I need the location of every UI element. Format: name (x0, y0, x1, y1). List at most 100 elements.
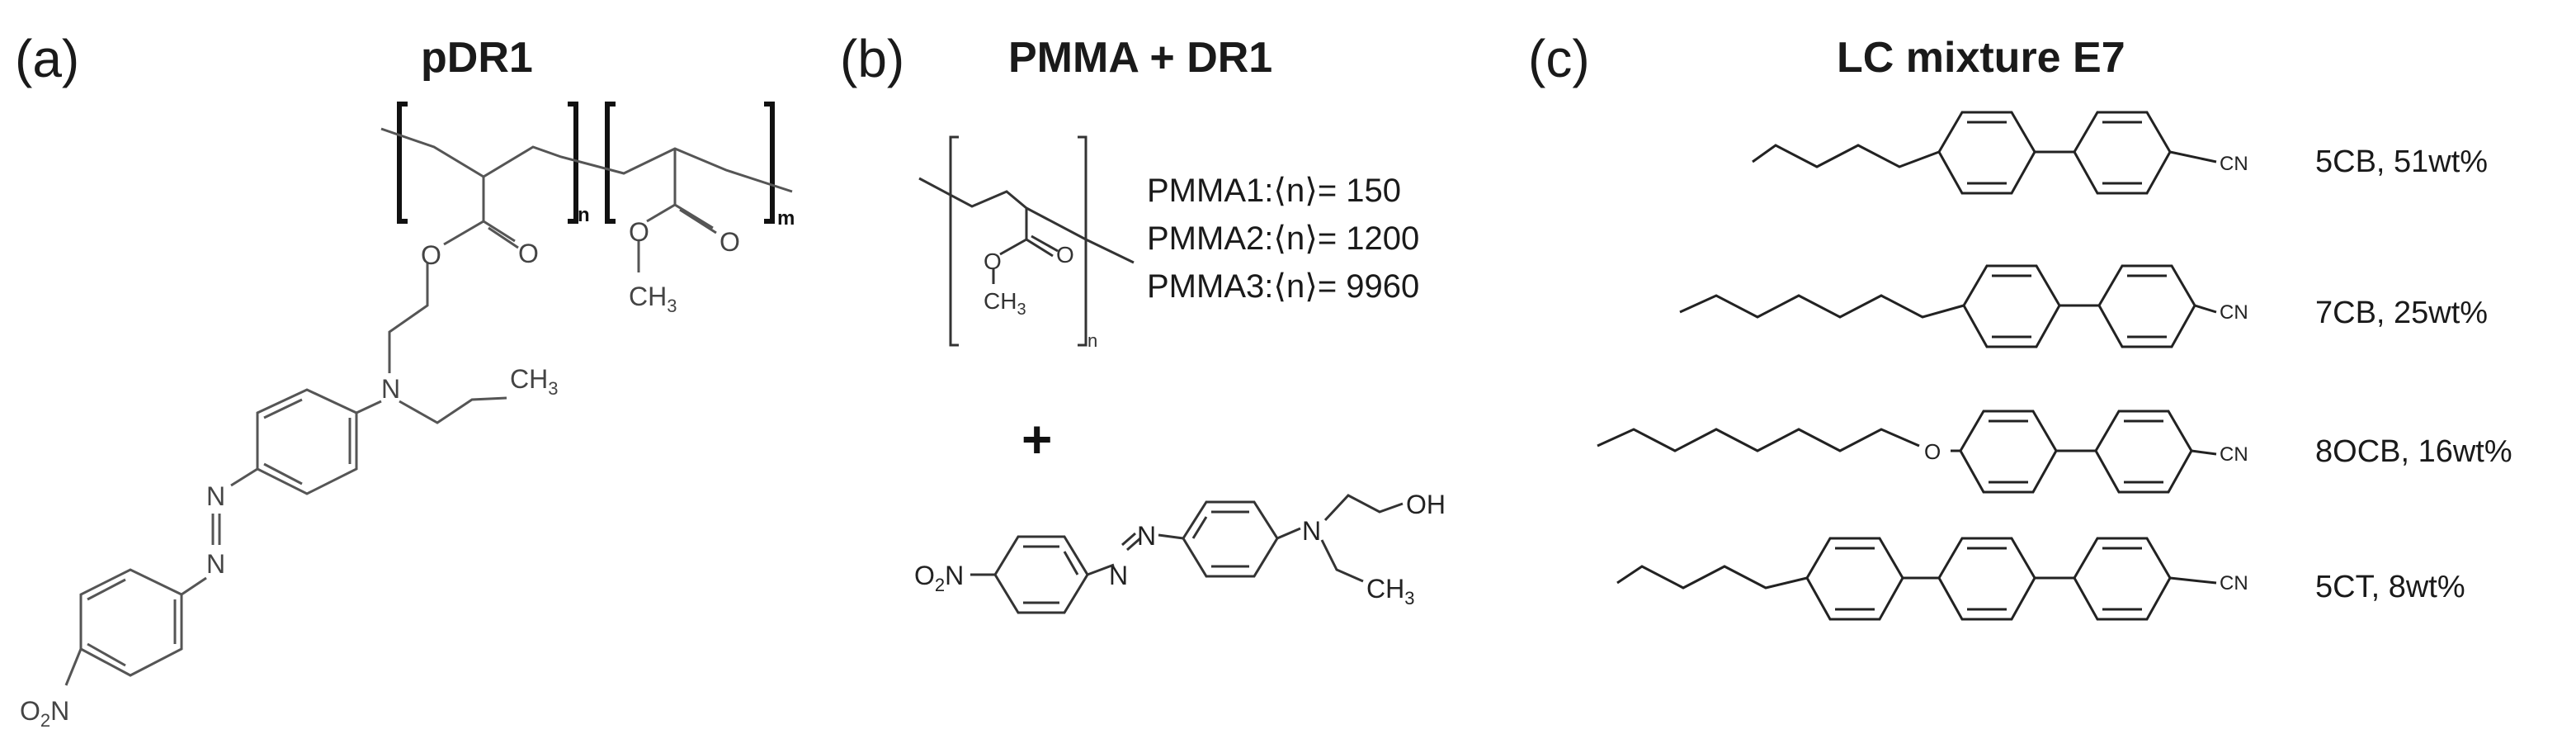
e7-5ct-cn-bond (2169, 576, 2217, 585)
dr1-amine-bond (1276, 527, 1301, 540)
pmma-bracket-open (949, 135, 959, 347)
dr1-ch3: CH3 (1366, 574, 1414, 609)
dr1-azo-bond-2 (1158, 533, 1184, 540)
dr1-atom-n-amine: N (1302, 516, 1321, 546)
e7-7cb-ring-2 (2097, 264, 2196, 348)
pdr1-structure (64, 102, 793, 686)
e7-5cb-cn-bond (2169, 150, 2217, 163)
pdr1-atom-o1: O (421, 240, 441, 270)
pmma-variant-3: PMMA3:⟨n⟩= 9960 (1147, 268, 1420, 305)
e7-8ocb-cn-bond (2191, 449, 2217, 456)
e7-7cb-ring-1 (1962, 264, 2061, 348)
panel-title-pdr1: pDR1 (421, 34, 533, 82)
dr1-ring-2-inner (1191, 510, 1249, 568)
pdr1-atom-n-azo2: N (206, 549, 225, 579)
dr1-labels: O2N N N N OH CH3 (914, 490, 1446, 609)
e7-component-label-8ocb: 8OCB, 16wt% (2315, 434, 2512, 469)
e7-8ocb-alkyl (1597, 428, 1920, 452)
pdr1-azo-double (211, 514, 221, 545)
pdr1-spacer (388, 263, 429, 373)
dr1-hydroxyethyl (1323, 494, 1404, 522)
e7-5ct-ring-1 (1805, 537, 1904, 621)
panel-label-b: (b) (840, 29, 905, 88)
e7-5cb-structure (1752, 111, 2217, 195)
e7-8ocb-ether-o: O (1924, 439, 1941, 464)
e7-5ct-ring-3 (2073, 537, 2172, 621)
e7-8ocb-ring-2 (2094, 410, 2193, 494)
pdr1-ch3-top: CH3 (629, 282, 677, 316)
panel-title-pmma-dr1: PMMA + DR1 (1008, 34, 1273, 82)
dr1-ring-1-inner (1023, 545, 1079, 604)
pdr1-nitro: O2N (20, 696, 69, 731)
pmma-labels: n O O CH3 (984, 242, 1097, 351)
pmma-atom-o2: O (1056, 242, 1074, 268)
e7-5cb-alkyl (1752, 144, 1940, 168)
e7-5ct-ring-2 (1937, 537, 2036, 621)
dr1-structure (970, 494, 1404, 614)
dr1-atom-n-azo1: N (1109, 561, 1128, 590)
plus-sign: + (1021, 410, 1052, 469)
pmma-backbone (918, 177, 1135, 264)
dr1-ethyl (1320, 539, 1364, 583)
e7-component-label-5ct: 5CT, 8wt% (2315, 570, 2465, 604)
panel-label-a: (a) (15, 29, 80, 88)
dr1-ring-1 (993, 535, 1089, 614)
pdr1-bracket-open-2 (605, 102, 616, 224)
dr1-atom-n-azo2: N (1137, 521, 1156, 551)
e7-5ct-structure (1616, 537, 2217, 621)
dr1-azo-double (1121, 532, 1141, 552)
e7-5cb-ring-1 (1937, 111, 2036, 195)
pdr1-ester2-o (646, 203, 676, 223)
e7-5ct-alkyl (1616, 565, 1808, 590)
pdr1-ch3-ethyl: CH3 (510, 364, 558, 399)
pdr1-ring-1-inner (263, 398, 351, 485)
pdr1-sub-n: n (578, 204, 590, 226)
pdr1-ester1-carbonyl (483, 220, 519, 249)
pdr1-labels: n m O O O O CH3 N CH3 N N O2N (20, 204, 795, 731)
pdr1-atom-o2: O (518, 239, 539, 268)
pmma-ester-o (999, 238, 1027, 256)
dr1-azo-bond-1 (1087, 563, 1115, 576)
pdr1-atom-n-amine: N (381, 374, 400, 404)
e7-5cb-ring-1-inner (1967, 121, 2007, 185)
pdr1-ester2-carbonyl (673, 149, 717, 234)
panel-title-e7: LC mixture E7 (1837, 34, 2125, 82)
pmma-ch3: CH3 (984, 288, 1026, 319)
e7-component-label-7cb: 7CB, 25wt% (2315, 296, 2489, 330)
e7-5cb-ring-2 (2073, 111, 2172, 195)
e7-7cb-structure (1679, 264, 2217, 348)
pdr1-atom-o3: O (629, 217, 649, 247)
e7-8ocb-ring-2-inner (2124, 419, 2163, 484)
e7-5ct-ring-1-inner (1835, 547, 1875, 611)
e7-5ct-ring-2-inner (1967, 547, 2007, 611)
e7-7cb-cn-bond (2194, 304, 2217, 314)
pmma-sub-n: n (1087, 330, 1097, 351)
e7-8ocb-ring-1-inner (1989, 419, 2028, 484)
pdr1-ring-1 (256, 388, 358, 495)
pdr1-bracket-close-1 (568, 102, 578, 224)
e7-8ocb-structure (1597, 410, 2217, 494)
pdr1-ring-2-inner (87, 578, 177, 667)
pmma-bracket-close (1078, 135, 1087, 347)
e7-7cb-ring-2-inner (2127, 274, 2167, 339)
pdr1-bracket-open-1 (397, 102, 408, 224)
pmma-structure (918, 135, 1135, 347)
pdr1-backbone (380, 127, 793, 193)
e7-8ocb-ring-1 (1959, 410, 2058, 494)
dr1-nitro: O2N (914, 561, 964, 595)
pdr1-azo-bond-1 (230, 467, 258, 487)
e7-5ct-cn: CN (2220, 572, 2248, 594)
pdr1-amine-ring-bond (356, 400, 382, 414)
pmma-atom-o1: O (984, 249, 1002, 274)
e7-5cb-ring-2-inner (2102, 121, 2142, 185)
e7-5ct-ring-3-inner (2102, 547, 2142, 611)
pdr1-sub-m: m (777, 207, 795, 230)
e7-7cb-ring-1-inner (1992, 274, 2031, 339)
pdr1-atom-n-azo1: N (206, 481, 225, 511)
pmma-variant-2: PMMA2:⟨n⟩= 1200 (1147, 220, 1420, 257)
panel-label-c: (c) (1528, 29, 1590, 88)
pdr1-bracket-close-2 (764, 102, 775, 224)
pdr1-ester1-chain (443, 177, 485, 246)
pmma-variant-1: PMMA1:⟨n⟩= 150 (1147, 173, 1402, 209)
